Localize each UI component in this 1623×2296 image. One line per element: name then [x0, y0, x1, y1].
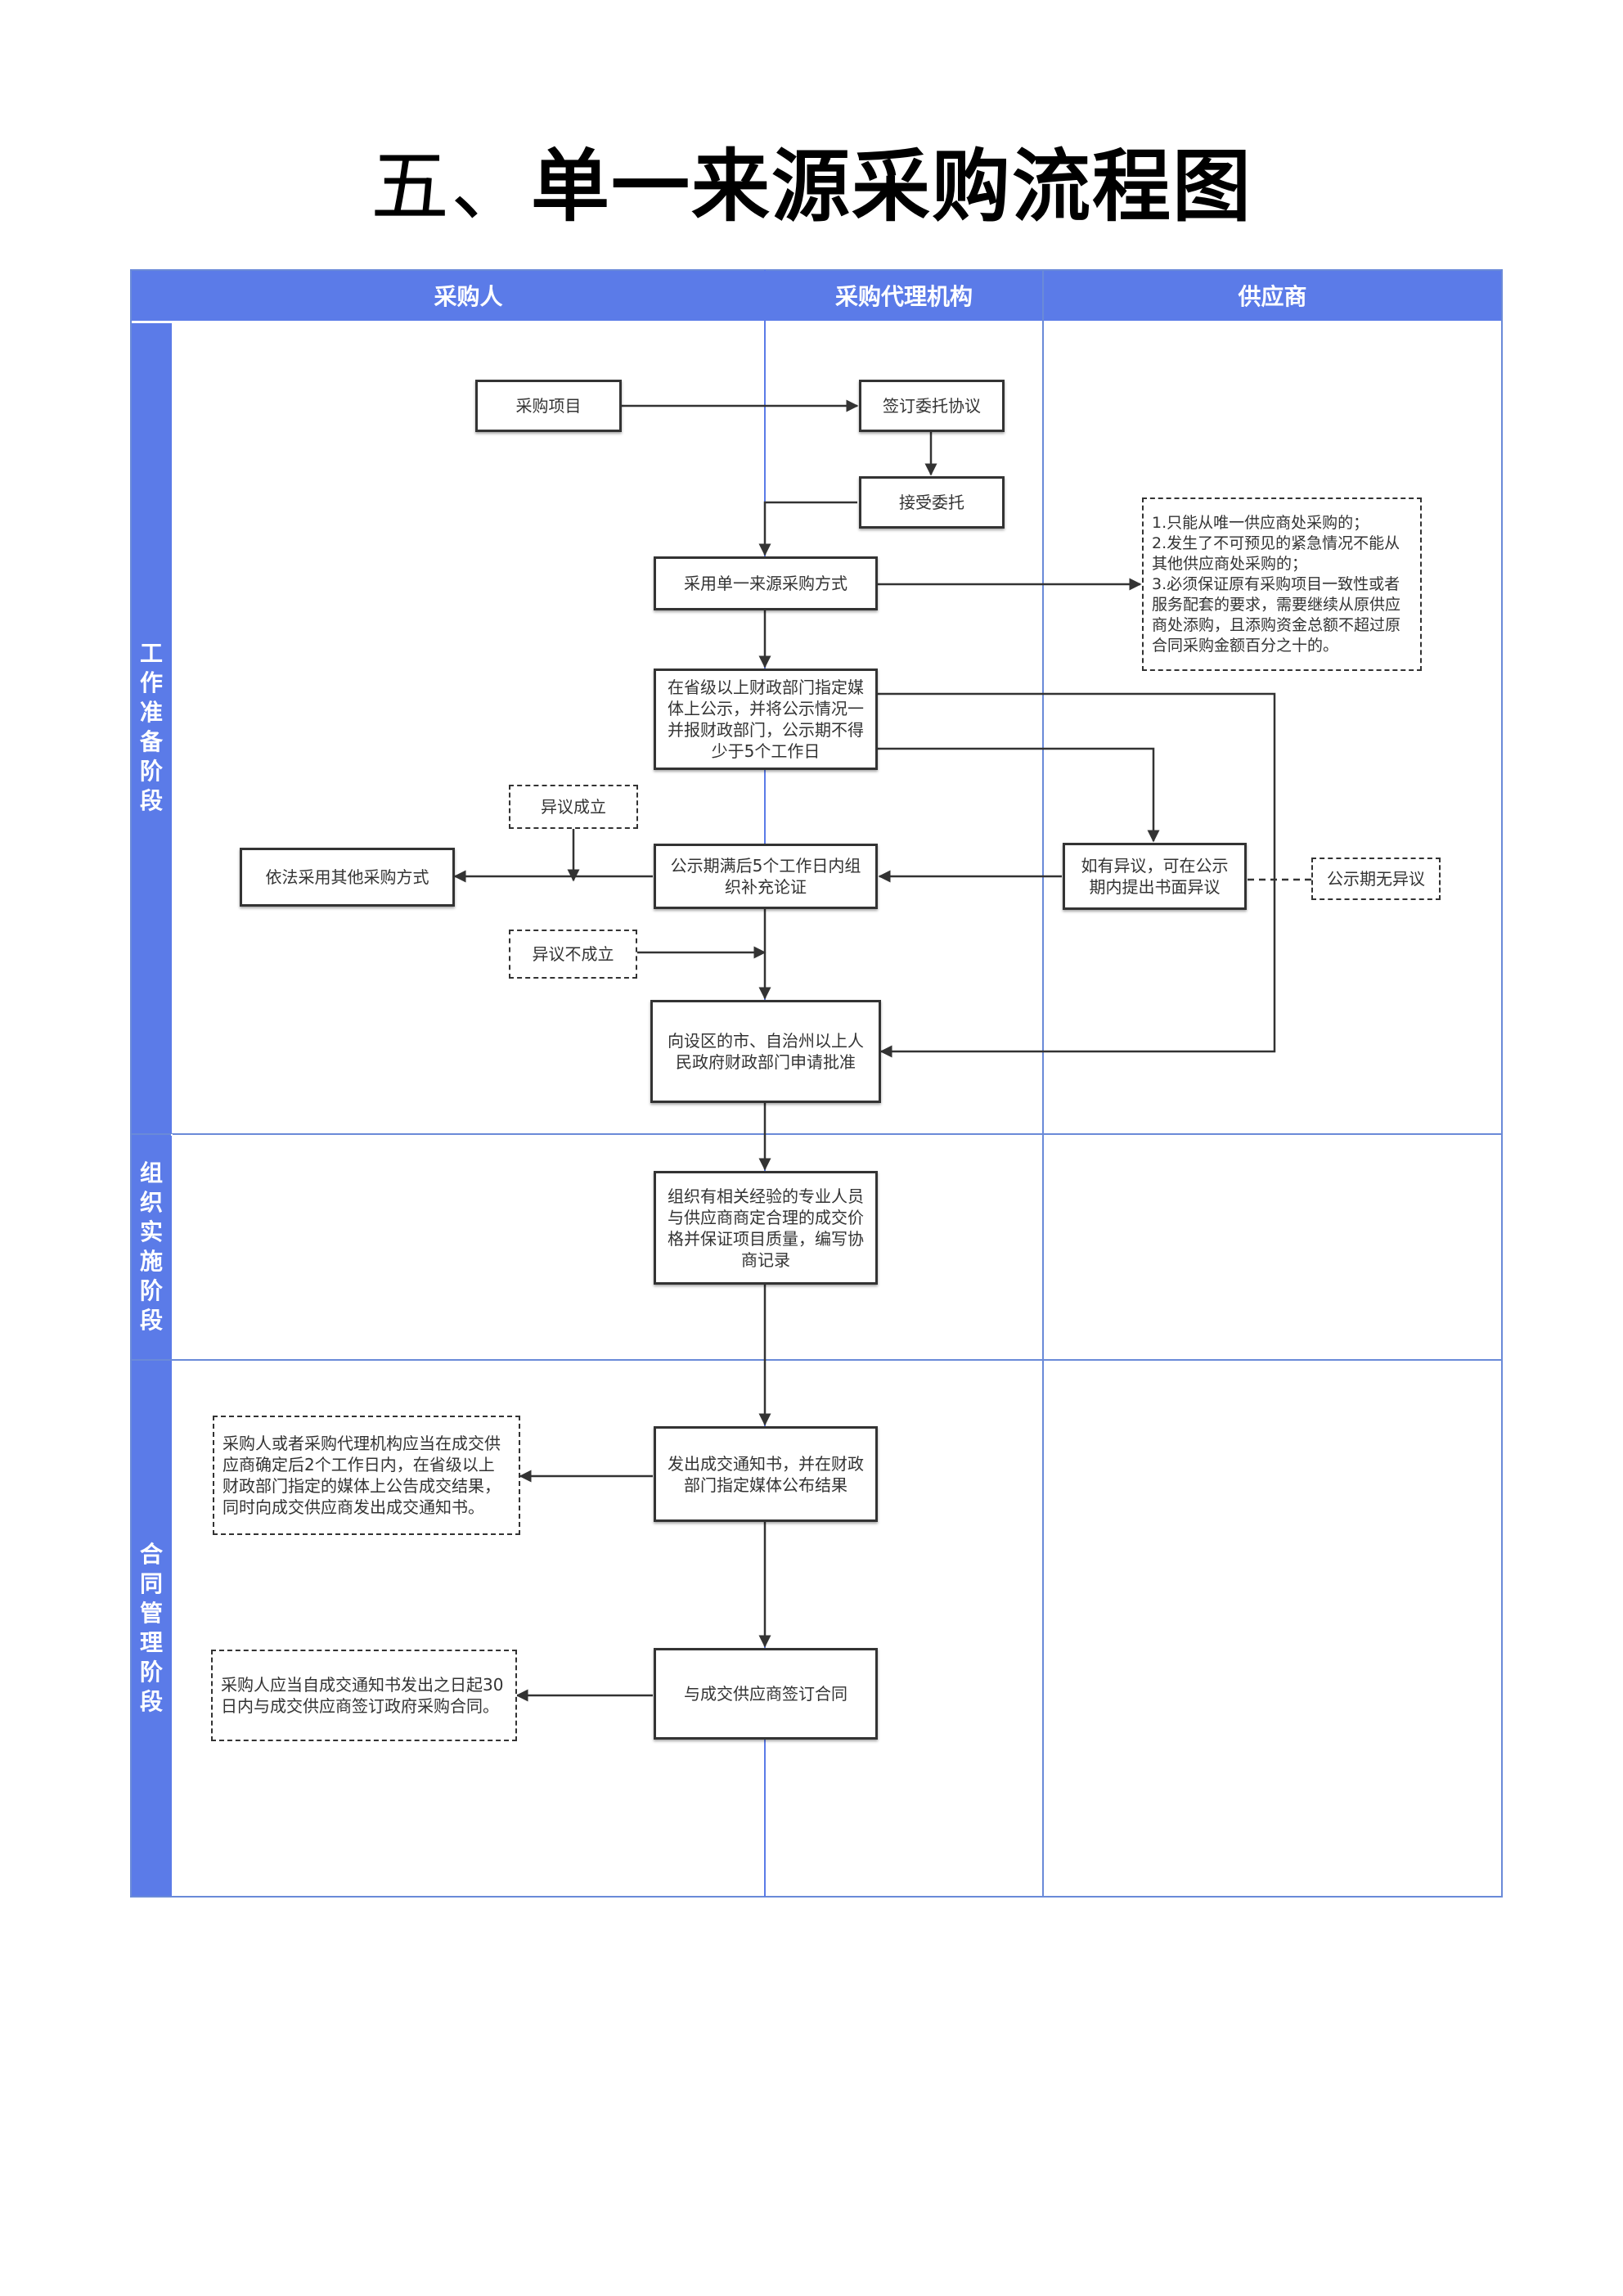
condition-3: 3.必须保证原有采购项目一致性或者服务配套的要求，需要继续从原供应商处添购，且添…	[1152, 574, 1401, 655]
node-single-source-method: 采用单一来源采购方式	[654, 556, 878, 610]
node-accept-commission: 接受委托	[859, 476, 1005, 529]
node-supplementary-demonstration: 公示期满后5个工作日内组织补充论证	[654, 844, 878, 909]
stage-label-preparation: 工作准备阶段	[131, 321, 172, 1134]
stage-text-contract: 合同管理阶段	[139, 1541, 163, 1715]
lane-header-supplier: 供应商	[1238, 283, 1307, 310]
node-contract-rule: 采购人应当自成交通知书发出之日起30日内与成交供应商签订政府采购合同。	[211, 1650, 517, 1741]
title-main: 单一来源采购流程图	[531, 141, 1252, 232]
lane-header-purchaser: 采购人	[434, 283, 503, 310]
condition-1: 1.只能从唯一供应商处采购的；	[1152, 513, 1369, 532]
node-publicity: 在省级以上财政部门指定媒体上公示，并将公示情况一并报财政部门，公示期不得少于5个…	[654, 669, 878, 770]
page-title: 五、单一来源采购流程图	[0, 123, 1623, 236]
node-sign-agreement: 签订委托协议	[859, 380, 1005, 432]
node-objection: 如有异议，可在公示期内提出书面异议	[1063, 843, 1247, 910]
stage-text-preparation: 工作准备阶段	[139, 640, 163, 814]
stage-label-implementation: 组织实施阶段	[131, 1134, 172, 1360]
condition-2: 2.发生了不可预见的紧急情况不能从其他供应商处采购的；	[1152, 533, 1400, 573]
node-issue-notice: 发出成交通知书，并在财政部门指定媒体公布结果	[654, 1426, 878, 1522]
title-prefix: 五、	[371, 141, 531, 232]
node-procurement-project: 采购项目	[475, 380, 622, 432]
stage-label-contract: 合同管理阶段	[131, 1360, 172, 1897]
node-notice-rule: 采购人或者采购代理机构应当在成交供应商确定后2个工作日内，在省级以上财政部门指定…	[213, 1416, 520, 1535]
node-objection-invalid: 异议不成立	[509, 930, 637, 979]
node-no-objection: 公示期无异议	[1311, 858, 1441, 900]
node-conditions-note: 1.只能从唯一供应商处采购的； 2.发生了不可预见的紧急情况不能从其他供应商处采…	[1142, 497, 1422, 671]
node-other-method: 依法采用其他采购方式	[240, 848, 455, 907]
node-sign-contract: 与成交供应商签订合同	[654, 1648, 878, 1740]
lane-header-agency: 采购代理机构	[834, 283, 973, 310]
node-negotiation: 组织有相关经验的专业人员与供应商商定合理的成交价格并保证项目质量，编写协商记录	[654, 1171, 878, 1285]
stage-text-implementation: 组织实施阶段	[139, 1159, 163, 1334]
node-apply-approval: 向设区的市、自治州以上人民政府财政部门申请批准	[650, 1000, 881, 1103]
node-objection-valid: 异议成立	[509, 785, 638, 829]
